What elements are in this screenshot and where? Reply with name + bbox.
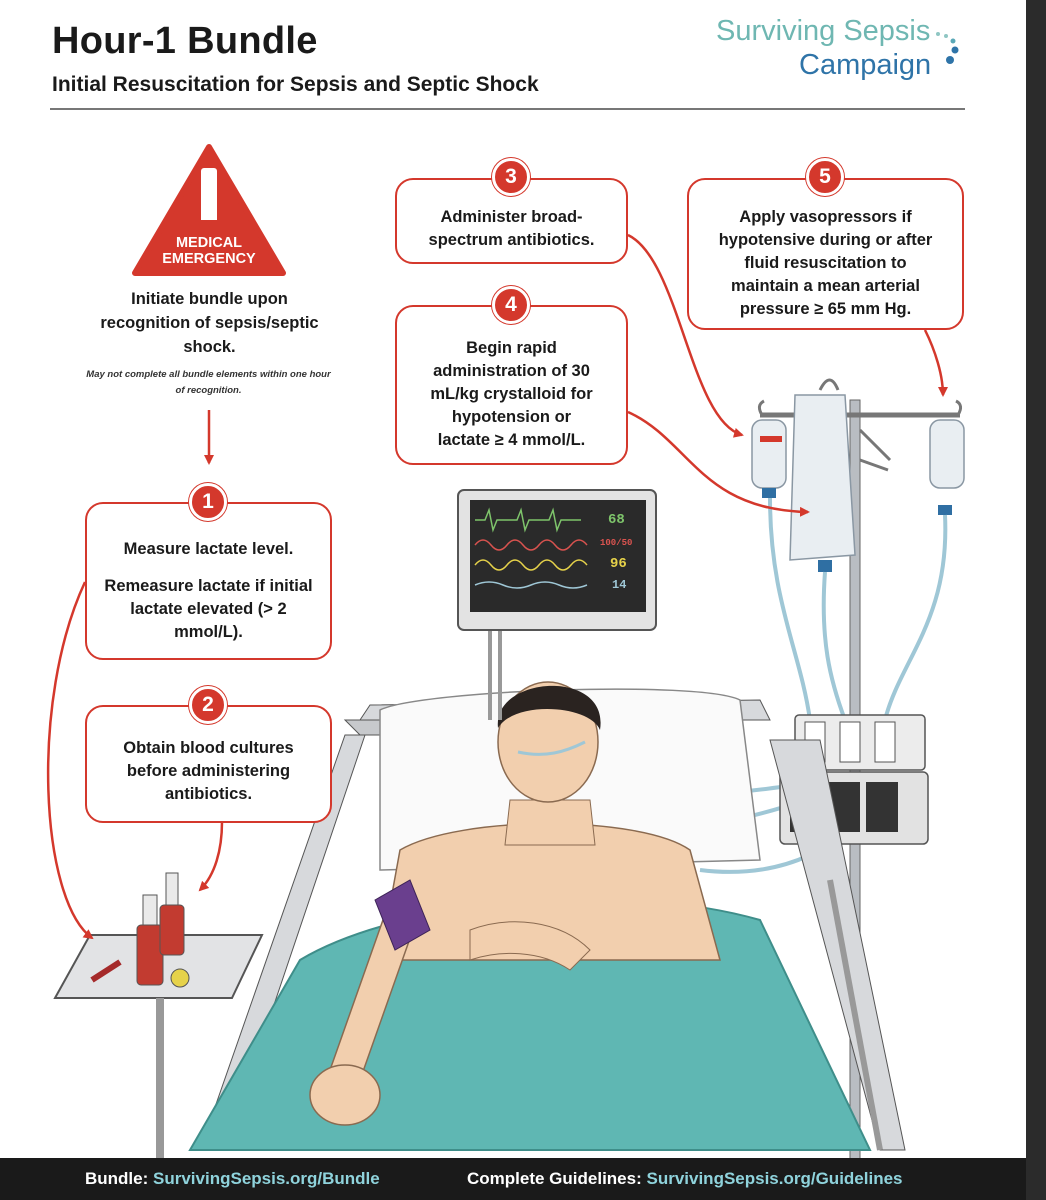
footer-bar: Bundle: SurvivingSepsis.org/Bundle Compl…	[0, 1158, 1026, 1200]
step-1-line-2: Remeasure lactate if initial lactate ele…	[104, 577, 313, 641]
emergency-label-line2: EMERGENCY	[162, 251, 256, 267]
resp-rate-readout: 14	[612, 578, 626, 592]
bundle-link[interactable]: SurvivingSepsis.org/Bundle	[153, 1169, 380, 1188]
flow-arrows	[46, 233, 948, 940]
guidelines-link[interactable]: SurvivingSepsis.org/Guidelines	[646, 1169, 903, 1188]
logo-dots	[936, 32, 959, 64]
step-2-box: Obtain blood cultures before administeri…	[85, 705, 332, 823]
step-4-box: Begin rapid administration of 30 mL/kg c…	[395, 305, 628, 465]
step-2-badge: 2	[189, 686, 227, 724]
logo-line2: Campaign	[799, 49, 932, 81]
spo2-readout: 96	[610, 556, 627, 572]
step-4-line-1: Begin rapid administration of 30 mL/kg c…	[430, 339, 593, 449]
step-5-line-1: Apply vasopressors if hypotensive during…	[718, 208, 933, 318]
step-3-box: Administer broad-spectrum antibiotics.	[395, 178, 628, 264]
header-divider	[50, 108, 965, 110]
patient	[309, 681, 721, 1126]
step-4-badge: 4	[492, 286, 530, 324]
bundle-link-label: Bundle:	[85, 1169, 149, 1188]
step-2-line-1: Obtain blood cultures before administeri…	[123, 739, 294, 803]
guidelines-link-group: Complete Guidelines: SurvivingSepsis.org…	[467, 1158, 903, 1200]
blood-pressure-readout: 100/50	[600, 538, 632, 548]
step-3-line-1: Administer broad-spectrum antibiotics.	[428, 208, 595, 249]
iv-bags	[751, 394, 965, 572]
step-3-badge: 3	[492, 158, 530, 196]
vital-signs-monitor: 68 100/50 96 14	[457, 489, 657, 720]
step-5-badge: 5	[806, 158, 844, 196]
step-5-box: Apply vasopressors if hypotensive during…	[687, 178, 964, 330]
bundle-link-group: Bundle: SurvivingSepsis.org/Bundle	[85, 1158, 380, 1200]
logo-line1: Surviving Sepsis	[716, 15, 931, 47]
initiate-bundle-text: Initiate bundle upon recognition of seps…	[100, 290, 319, 356]
step-1-badge: 1	[189, 483, 227, 521]
bundle-timing-note: May not complete all bundle elements wit…	[86, 369, 331, 396]
step-1-line-1: Measure lactate level.	[123, 540, 294, 558]
heart-rate-readout: 68	[608, 512, 625, 528]
medical-emergency-sign: MEDICAL EMERGENCY	[132, 144, 286, 276]
step-1-box: Measure lactate level. Remeasure lactate…	[85, 502, 332, 660]
page-title: Hour-1 Bundle	[52, 20, 318, 62]
page-subtitle: Initial Resuscitation for Sepsis and Sep…	[52, 73, 539, 96]
page-edge	[1026, 0, 1046, 1200]
surviving-sepsis-logo: Surviving Sepsis Campaign	[716, 14, 971, 82]
guidelines-link-label: Complete Guidelines:	[467, 1169, 642, 1188]
emergency-label-line1: MEDICAL	[176, 235, 242, 251]
specimen-tray	[53, 872, 264, 1160]
